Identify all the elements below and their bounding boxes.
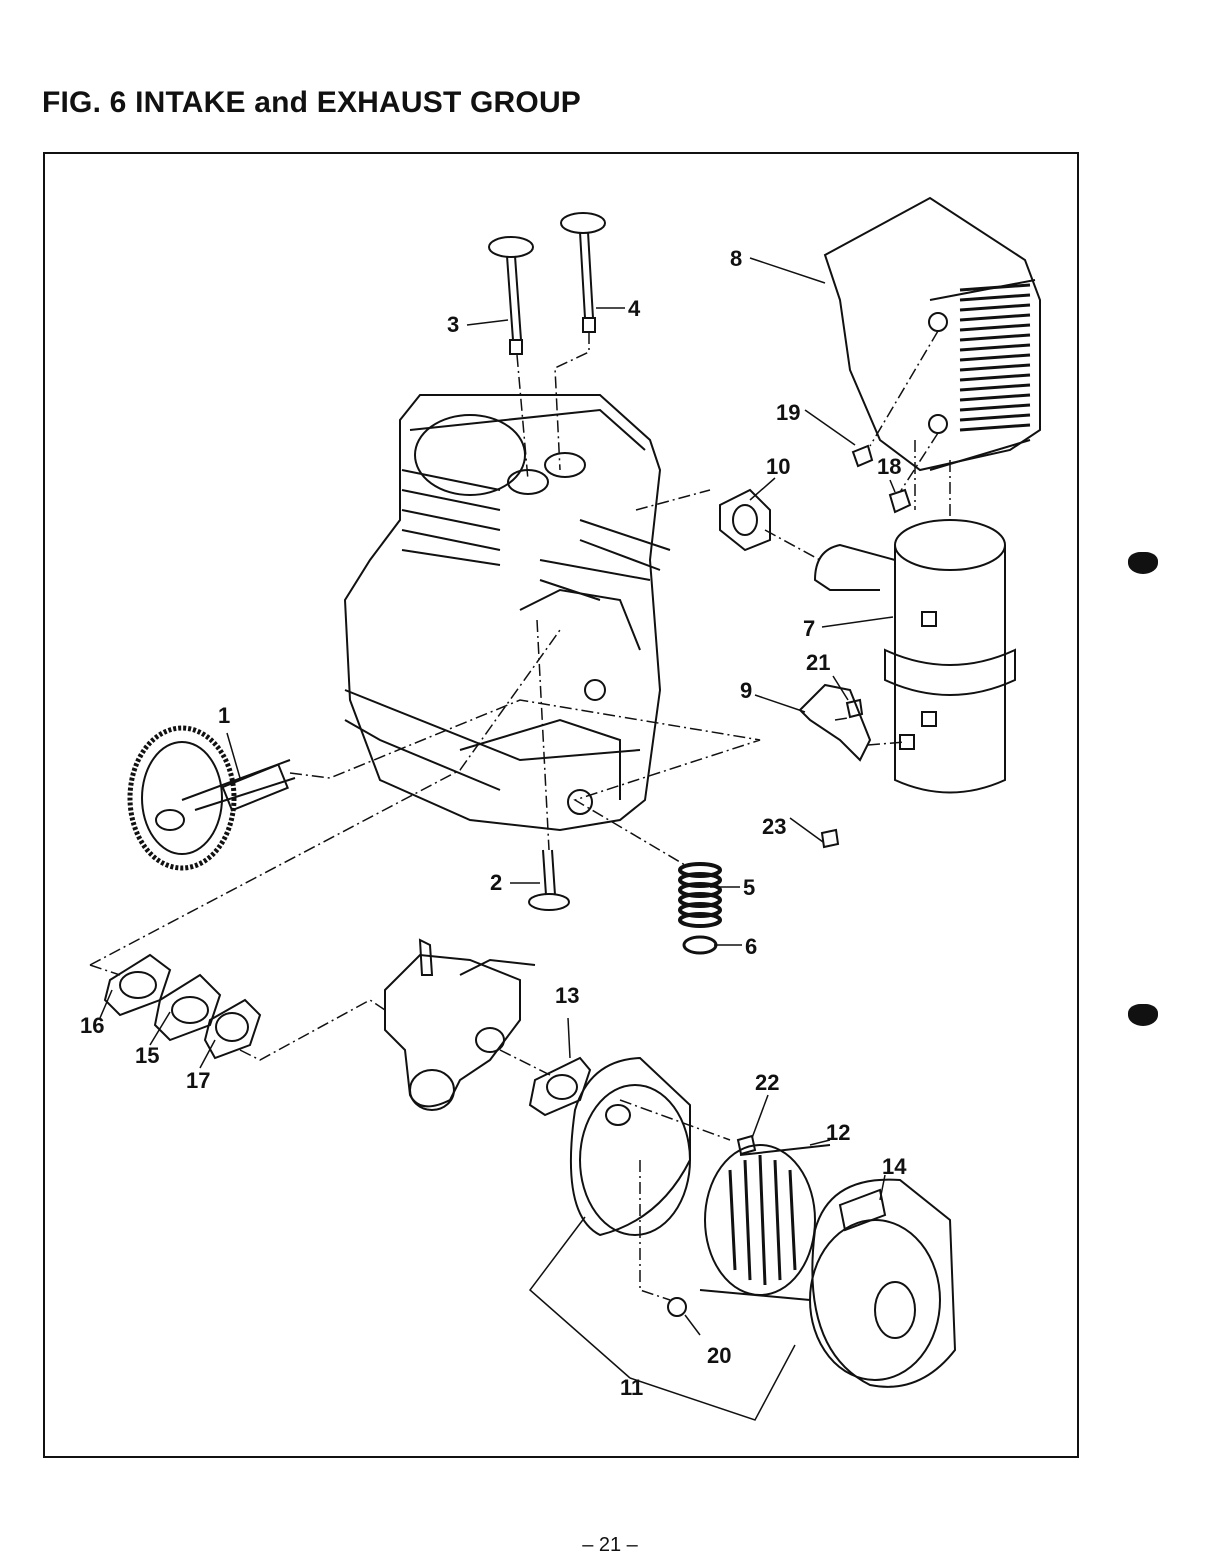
- callout-2: 2: [490, 870, 502, 895]
- valve-lower: [529, 850, 569, 910]
- callout-3: 3: [447, 312, 459, 337]
- callout-9: 9: [740, 678, 752, 703]
- valve-intake: [489, 237, 533, 354]
- callout-12: 12: [826, 1120, 850, 1145]
- callout-21: 21: [806, 650, 830, 675]
- callout-14: 14: [882, 1154, 907, 1179]
- callout-23: 23: [762, 814, 786, 839]
- callout-20: 20: [707, 1343, 731, 1368]
- muffler: [815, 520, 1015, 793]
- callout-22: 22: [755, 1070, 779, 1095]
- callout-10: 10: [766, 454, 790, 479]
- callout-18: 18: [877, 454, 901, 479]
- binder-hole-bottom: [1128, 1004, 1158, 1026]
- callout-1: 1: [218, 703, 230, 728]
- callout-17: 17: [186, 1068, 210, 1093]
- carburetor: [385, 940, 535, 1110]
- valve-spring: [680, 864, 720, 953]
- callout-13: 13: [555, 983, 579, 1008]
- callout-19: 19: [776, 400, 800, 425]
- callout-16: 16: [80, 1013, 104, 1038]
- exhaust-gasket: [720, 490, 770, 550]
- camshaft-gear: [130, 728, 295, 868]
- muffler-bracket: [800, 685, 870, 760]
- page-number: – 21 –: [0, 1534, 1220, 1557]
- callout-4: 4: [628, 296, 641, 321]
- callout-6: 6: [745, 934, 757, 959]
- cylinder-block: [345, 395, 670, 830]
- assembly-lines: [90, 331, 950, 1300]
- callout-5: 5: [743, 875, 755, 900]
- callout-11: 11: [620, 1375, 643, 1400]
- callout-15: 15: [135, 1043, 159, 1068]
- air-cleaner-gasket: [530, 1058, 590, 1115]
- binder-hole-top: [1128, 552, 1158, 574]
- valve-exhaust: [561, 213, 605, 332]
- intake-gaskets: [105, 955, 260, 1058]
- air-cleaner-case: [571, 1058, 690, 1235]
- air-filter-element: [700, 1145, 830, 1300]
- callout-8: 8: [730, 246, 742, 271]
- callout-7: 7: [803, 616, 815, 641]
- leader-lines: [100, 258, 895, 1420]
- muffler-cover: [825, 198, 1040, 470]
- fasteners: [668, 446, 910, 1316]
- air-cleaner-cover: [810, 1180, 955, 1387]
